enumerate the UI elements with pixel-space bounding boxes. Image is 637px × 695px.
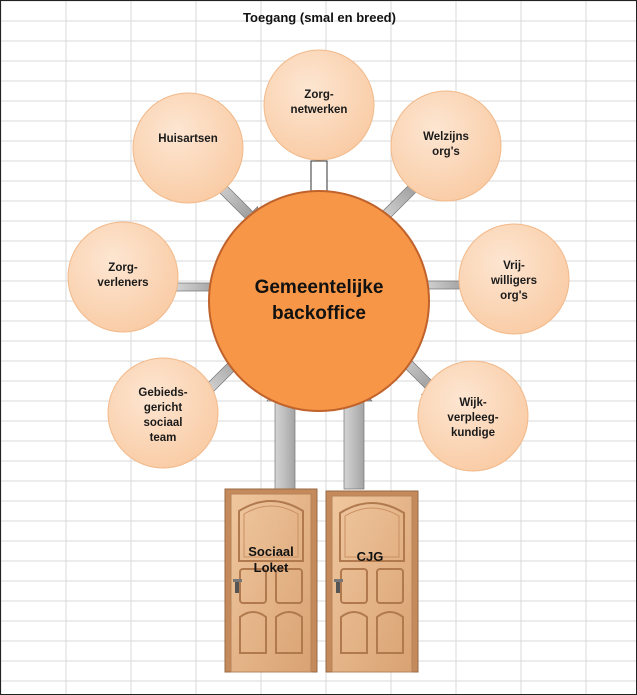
hub-gemeentelijke-backoffice: Gemeentelijke backoffice: [208, 190, 430, 412]
node-label: Zorg-: [108, 262, 138, 274]
node-label: netwerken: [291, 104, 348, 116]
node-zorgnetwerken: Zorg- netwerken: [263, 49, 375, 161]
node-label: org's: [432, 146, 460, 158]
node-label: team: [150, 432, 177, 444]
node-label: Gebieds-: [138, 387, 187, 399]
node-label: Vrij-: [503, 260, 525, 272]
node-label: Huisartsen: [158, 133, 217, 145]
door-cjg: CJG: [325, 490, 419, 673]
node-huisartsen: Huisartsen: [132, 92, 244, 204]
diagram-title: Toegang (smal en breed): [243, 10, 396, 25]
node-gebiedsgericht: Gebieds- gericht sociaal team: [107, 357, 219, 469]
node-label: Welzijns: [423, 131, 469, 143]
node-label: gericht: [144, 402, 183, 414]
node-label: willigers: [490, 275, 537, 287]
door-sociaal-loket: Sociaal Loket: [224, 488, 318, 673]
node-vrijwilligers: Vrij- willigers org's: [458, 223, 570, 335]
node-wijkverpleeg: Wijk- verpleeg- kundige: [417, 360, 529, 472]
node-welzijns: Welzijns org's: [390, 90, 502, 202]
node-label: Zorg-: [304, 89, 334, 101]
node-zorgverleners: Zorg- verleners: [67, 221, 179, 333]
door-label: Sociaal: [248, 544, 294, 559]
door-label: CJG: [357, 549, 384, 564]
wooden-door-icon: [224, 488, 318, 673]
node-label: kundige: [451, 427, 495, 439]
node-label: org's: [500, 290, 528, 302]
node-label: verpleeg-: [447, 412, 498, 424]
node-label: verleners: [97, 277, 148, 289]
wooden-door-icon: [325, 490, 419, 673]
hub-label-line-1: Gemeentelijke: [255, 277, 384, 298]
node-label: sociaal: [144, 417, 183, 429]
door-label: Loket: [254, 560, 289, 575]
hub-label-line-2: backoffice: [272, 303, 366, 324]
node-label: Wijk-: [459, 397, 487, 409]
